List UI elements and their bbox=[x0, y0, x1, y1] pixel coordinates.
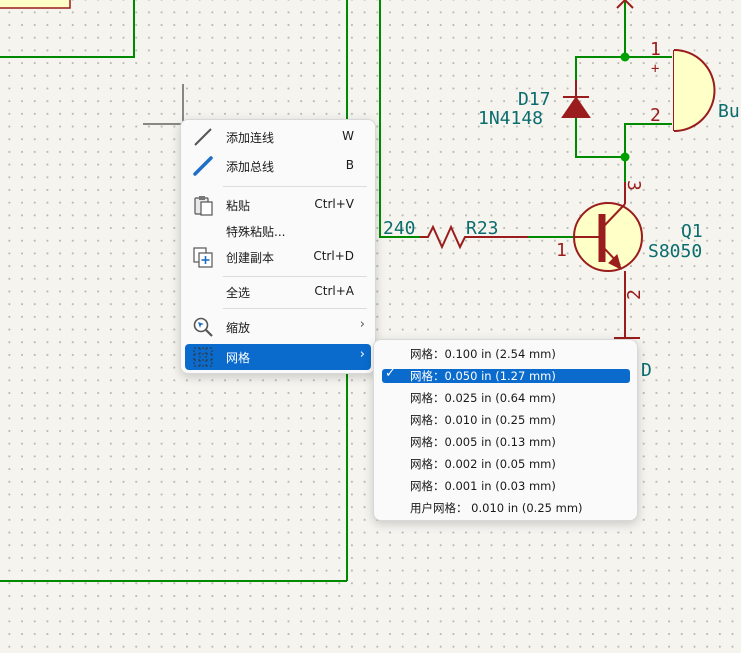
duplicate-icon bbox=[192, 246, 214, 268]
menu-item-label: 特殊粘贴... bbox=[226, 225, 286, 239]
grid-option-0100[interactable]: 网格：0.100 in (2.54 mm) bbox=[382, 347, 630, 361]
transistor-emitter-pin: 2 bbox=[624, 289, 645, 300]
menu-item-label: 粘贴 bbox=[226, 199, 251, 213]
grid-option-0010[interactable]: 网格：0.010 in (0.25 mm) bbox=[382, 413, 630, 427]
bus-icon bbox=[192, 155, 214, 177]
chevron-right-icon: › bbox=[359, 317, 365, 332]
grid-option-0050[interactable]: ✓ 网格：0.050 in (1.27 mm) bbox=[382, 366, 630, 383]
wire-buzzer-pin2[interactable] bbox=[624, 123, 672, 157]
diode-ref: D17 bbox=[518, 89, 551, 110]
transistor-collector-pin: 3 bbox=[623, 180, 644, 191]
menu-item-label: 缩放 bbox=[226, 321, 251, 335]
grid-option-0002[interactable]: 网格：0.002 in (0.05 mm) bbox=[382, 457, 630, 471]
grid-option-label: 网格：0.010 in (0.25 mm) bbox=[410, 413, 556, 427]
menu-item-grid[interactable]: 网格 › bbox=[185, 344, 371, 370]
grid-icon bbox=[192, 346, 214, 368]
grid-option-label: 网格：0.005 in (0.13 mm) bbox=[410, 435, 556, 449]
grid-option-0025[interactable]: 网格：0.025 in (0.64 mm) bbox=[382, 391, 630, 405]
menu-separator bbox=[223, 308, 367, 309]
buzzer-plus-mark: + bbox=[651, 61, 659, 77]
menu-item-add-wire[interactable]: 添加连线 W bbox=[185, 124, 371, 150]
menu-item-paste[interactable]: 粘贴 Ctrl+V bbox=[185, 192, 371, 218]
buzzer-ref: Bu bbox=[718, 101, 740, 122]
cursor-crosshair bbox=[143, 84, 184, 125]
menu-item-add-bus[interactable]: 添加总线 B bbox=[185, 153, 371, 179]
menu-item-shortcut: Ctrl+V bbox=[314, 197, 354, 211]
wire-top-left[interactable] bbox=[0, 0, 135, 58]
power-symbol[interactable] bbox=[616, 0, 634, 9]
menu-item-label: 全选 bbox=[226, 286, 251, 300]
menu-item-label: 网格 bbox=[226, 351, 251, 365]
wire-diode-bottom[interactable] bbox=[575, 117, 625, 158]
junction-dot[interactable] bbox=[620, 152, 630, 162]
net-label-240[interactable]: 240 bbox=[383, 218, 416, 239]
chevron-right-icon: › bbox=[359, 347, 365, 362]
wire-240-net[interactable] bbox=[379, 0, 420, 238]
diode-value: 1N4148 bbox=[478, 108, 543, 129]
menu-item-label: 添加总线 bbox=[226, 160, 275, 174]
buzzer-symbol[interactable] bbox=[673, 49, 716, 132]
buzzer-pin1-number: 1 bbox=[650, 39, 661, 60]
menu-item-paste-special[interactable]: 特殊粘贴... bbox=[185, 218, 371, 244]
menu-item-shortcut: W bbox=[342, 129, 354, 143]
diode-symbol[interactable] bbox=[561, 80, 591, 118]
grid-option-label: 网格：0.002 in (0.05 mm) bbox=[410, 457, 556, 471]
transistor-value: S8050 bbox=[648, 241, 702, 262]
grid-option-label: 网格：0.100 in (2.54 mm) bbox=[410, 347, 556, 361]
grid-option-label: 网格：0.001 in (0.03 mm) bbox=[410, 479, 556, 493]
hierarchical-sheet[interactable] bbox=[0, 0, 71, 9]
menu-item-label: 添加连线 bbox=[226, 131, 275, 145]
menu-item-select-all[interactable]: 全选 Ctrl+A bbox=[185, 279, 371, 305]
menu-item-zoom[interactable]: 缩放 › bbox=[185, 314, 371, 340]
menu-separator bbox=[223, 276, 367, 277]
menu-item-label: 创建副本 bbox=[226, 251, 275, 265]
resistor-symbol[interactable] bbox=[420, 224, 528, 250]
clipboard-icon bbox=[192, 194, 214, 216]
wire-icon bbox=[192, 126, 214, 148]
zoom-icon bbox=[192, 316, 214, 338]
grid-option-label: 网格：0.050 in (1.27 mm) bbox=[410, 369, 556, 383]
grid-option-0001[interactable]: 网格：0.001 in (0.03 mm) bbox=[382, 479, 630, 493]
menu-item-shortcut: Ctrl+D bbox=[313, 249, 354, 263]
resistor-ref: R23 bbox=[466, 218, 499, 239]
menu-item-duplicate[interactable]: 创建副本 Ctrl+D bbox=[185, 244, 371, 270]
menu-item-shortcut: B bbox=[345, 158, 354, 172]
context-menu[interactable]: 添加连线 W 添加总线 B 粘贴 Ctrl+V 特殊粘贴... bbox=[180, 119, 376, 374]
grid-option-label: 用户网格： 0.010 in (0.25 mm) bbox=[410, 501, 583, 515]
wire-diode-top[interactable] bbox=[575, 0, 626, 80]
menu-separator bbox=[223, 186, 367, 187]
grid-option-user[interactable]: 用户网格： 0.010 in (0.25 mm) bbox=[382, 501, 630, 515]
transistor-symbol[interactable] bbox=[573, 182, 643, 339]
grid-option-0005[interactable]: 网格：0.005 in (0.13 mm) bbox=[382, 435, 630, 449]
gnd-label: D bbox=[641, 360, 652, 381]
buzzer-pin2-number: 2 bbox=[650, 105, 661, 126]
checkmark-icon: ✓ bbox=[385, 366, 396, 381]
grid-option-label: 网格：0.025 in (0.64 mm) bbox=[410, 391, 556, 405]
menu-item-shortcut: Ctrl+A bbox=[314, 284, 354, 298]
junction-dot[interactable] bbox=[620, 52, 630, 62]
transistor-ref: Q1 bbox=[681, 221, 703, 242]
grid-submenu[interactable]: 网格：0.100 in (2.54 mm) ✓ 网格：0.050 in (1.2… bbox=[373, 339, 638, 521]
transistor-base-pin: 1 bbox=[556, 240, 567, 261]
